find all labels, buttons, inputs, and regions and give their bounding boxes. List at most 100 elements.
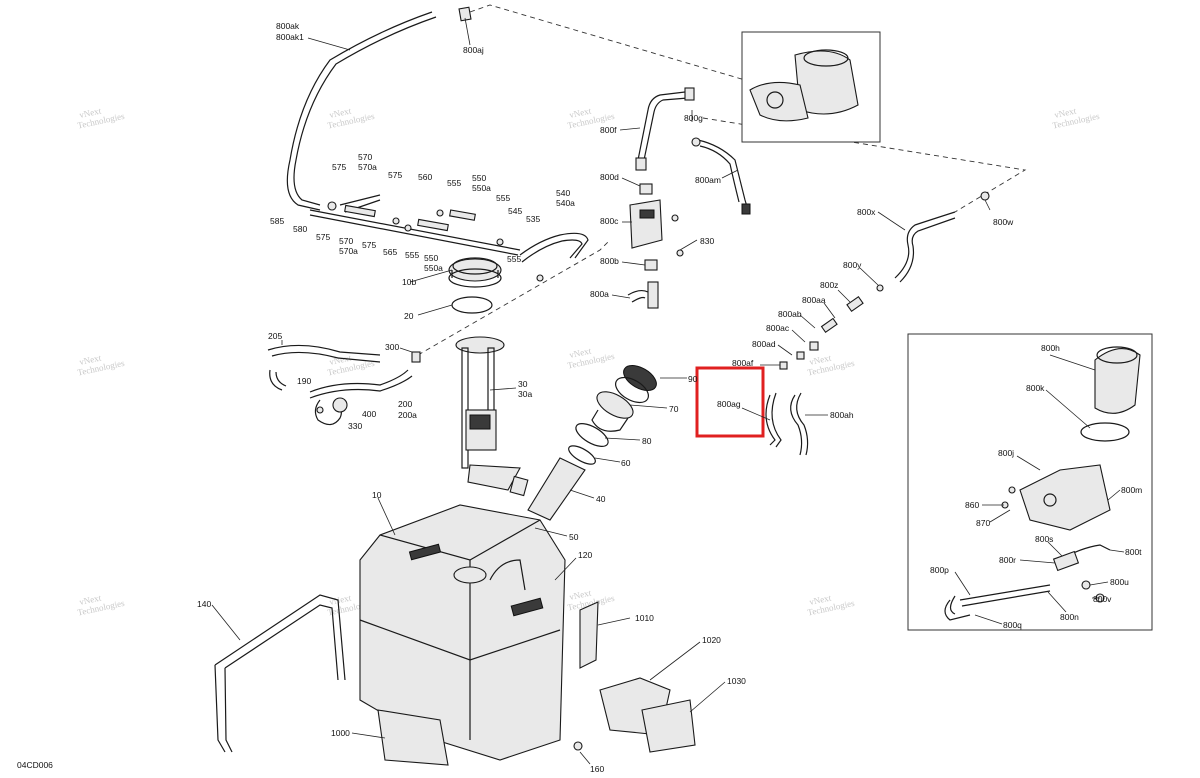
callout-800v[interactable]: 800v — [1093, 594, 1112, 604]
callout-800u[interactable]: 800u — [1110, 577, 1129, 587]
heat-shield-1030[interactable] — [641, 699, 696, 753]
callout-800n[interactable]: 800n — [1060, 612, 1079, 622]
connector-chain-800z[interactable] — [779, 295, 864, 370]
callout-800x[interactable]: 800x — [857, 207, 876, 217]
vent-hose-800ak[interactable] — [286, 6, 472, 211]
callout-10b[interactable]: 10b — [402, 277, 416, 287]
evap-lines-800[interactable] — [627, 87, 751, 309]
filler-cap-90[interactable] — [611, 360, 660, 407]
callout-90[interactable]: 90 — [688, 374, 698, 384]
callout-550a[interactable]: 550a — [472, 183, 491, 193]
tank-strap-140[interactable] — [214, 594, 346, 753]
callout-800r[interactable]: 800r — [999, 555, 1016, 565]
hose-800p[interactable] — [944, 595, 971, 621]
hose-800ah[interactable] — [790, 392, 809, 456]
callout-570[interactable]: 570 — [358, 152, 372, 162]
callout-580[interactable]: 580 — [293, 224, 307, 234]
callout-535[interactable]: 535 — [526, 214, 540, 224]
callout-800ak1[interactable]: 800ak1 — [276, 32, 304, 42]
callout-585[interactable]: 585 — [270, 216, 284, 226]
callout-800p[interactable]: 800p — [930, 565, 949, 575]
nut-160[interactable] — [573, 741, 583, 751]
callout-800c[interactable]: 800c — [600, 216, 619, 226]
seal-20[interactable] — [451, 296, 493, 314]
heat-shield-1000[interactable] — [377, 709, 449, 766]
callout-1010[interactable]: 1010 — [635, 613, 654, 623]
callout-20[interactable]: 20 — [404, 311, 414, 321]
callout-800j[interactable]: 800j — [998, 448, 1014, 458]
callout-800k[interactable]: 800k — [1026, 383, 1045, 393]
callout-540[interactable]: 540 — [556, 188, 570, 198]
filler-hose-40[interactable] — [527, 457, 586, 521]
callout-555[interactable]: 555 — [507, 254, 521, 264]
callout-800t[interactable]: 800t — [1125, 547, 1142, 557]
clamp-60[interactable] — [566, 442, 598, 467]
callout-800m[interactable]: 800m — [1121, 485, 1142, 495]
callout-800ac[interactable]: 800ac — [766, 323, 790, 333]
callout-140[interactable]: 140 — [197, 599, 211, 609]
canister-800h[interactable] — [1094, 348, 1141, 414]
callout-800ak[interactable]: 800ak — [276, 21, 300, 31]
callout-30a[interactable]: 30a — [518, 389, 532, 399]
fuel-tank-10[interactable] — [359, 504, 566, 761]
callout-300[interactable]: 300 — [385, 342, 399, 352]
callout-570a[interactable]: 570a — [358, 162, 377, 172]
heat-shield-1010[interactable] — [579, 601, 599, 669]
hose-800x[interactable] — [876, 191, 990, 292]
breather-hoses-200[interactable] — [267, 344, 421, 426]
callout-800aj[interactable]: 800aj — [463, 45, 484, 55]
fuel-pump-30[interactable] — [455, 336, 529, 497]
callout-800w[interactable]: 800w — [993, 217, 1014, 227]
callout-800d[interactable]: 800d — [600, 172, 619, 182]
callout-80[interactable]: 80 — [642, 436, 652, 446]
callout-830[interactable]: 830 — [700, 236, 714, 246]
callout-555[interactable]: 555 — [447, 178, 461, 188]
callout-570[interactable]: 570 — [339, 236, 353, 246]
retaining-ring-10b[interactable] — [448, 257, 502, 288]
filler-neck-70[interactable] — [591, 386, 637, 432]
fuel-line-assembly[interactable] — [309, 194, 589, 282]
callout-800ab[interactable]: 800ab — [778, 309, 802, 319]
callout-800g[interactable]: 800g — [684, 113, 703, 123]
callout-40[interactable]: 40 — [596, 494, 606, 504]
callout-190[interactable]: 190 — [297, 376, 311, 386]
callout-1020[interactable]: 1020 — [702, 635, 721, 645]
bracket-800j[interactable] — [1019, 464, 1111, 531]
callout-800q[interactable]: 800q — [1003, 620, 1022, 630]
callout-575[interactable]: 575 — [316, 232, 330, 242]
callout-555[interactable]: 555 — [405, 250, 419, 260]
callout-1030[interactable]: 1030 — [727, 676, 746, 686]
callout-800aa[interactable]: 800aa — [802, 295, 826, 305]
callout-560[interactable]: 560 — [418, 172, 432, 182]
callout-540a[interactable]: 540a — [556, 198, 575, 208]
callout-50[interactable]: 50 — [569, 532, 579, 542]
callout-550[interactable]: 550 — [472, 173, 486, 183]
callout-800ad[interactable]: 800ad — [752, 339, 776, 349]
callout-10[interactable]: 10 — [372, 490, 382, 500]
clamp-80[interactable] — [572, 419, 611, 451]
callout-1000[interactable]: 1000 — [331, 728, 350, 738]
callout-400[interactable]: 400 — [362, 409, 376, 419]
callout-800h[interactable]: 800h — [1041, 343, 1060, 353]
callout-575[interactable]: 575 — [332, 162, 346, 172]
callout-800s[interactable]: 800s — [1035, 534, 1053, 544]
callout-800am[interactable]: 800am — [695, 175, 721, 185]
callout-70[interactable]: 70 — [669, 404, 679, 414]
callout-800ag[interactable]: 800ag — [717, 399, 741, 409]
hose-800ag[interactable] — [765, 392, 782, 448]
callout-550[interactable]: 550 — [424, 253, 438, 263]
callout-160[interactable]: 160 — [590, 764, 604, 774]
callout-800af[interactable]: 800af — [732, 358, 754, 368]
callout-800z[interactable]: 800z — [820, 280, 838, 290]
callout-800ah[interactable]: 800ah — [830, 410, 854, 420]
callout-575[interactable]: 575 — [362, 240, 376, 250]
callout-330[interactable]: 330 — [348, 421, 362, 431]
callout-200[interactable]: 200 — [398, 399, 412, 409]
callout-800a[interactable]: 800a — [590, 289, 609, 299]
callout-555[interactable]: 555 — [496, 193, 510, 203]
callout-860[interactable]: 860 — [965, 500, 979, 510]
callout-570a[interactable]: 570a — [339, 246, 358, 256]
callout-870[interactable]: 870 — [976, 518, 990, 528]
band-800k[interactable] — [1080, 422, 1130, 442]
callout-60[interactable]: 60 — [621, 458, 631, 468]
